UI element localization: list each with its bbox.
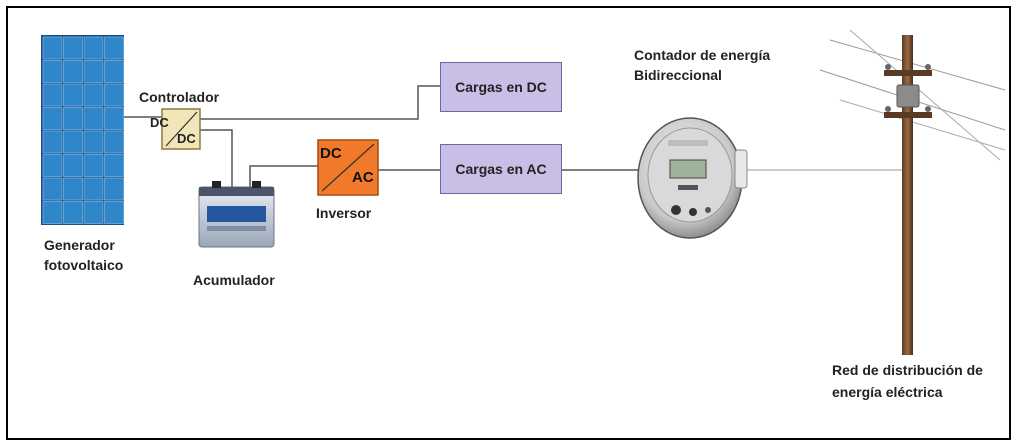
wiring xyxy=(124,85,905,190)
solar-cell xyxy=(83,201,104,224)
solar-cell xyxy=(83,107,104,130)
solar-cell xyxy=(42,83,63,107)
solar-cell xyxy=(104,154,124,177)
controller-icon xyxy=(161,108,201,150)
solar-cell xyxy=(83,154,104,177)
solar-panel-icon xyxy=(41,35,124,225)
battery-icon xyxy=(198,181,275,248)
solar-cell xyxy=(63,201,83,224)
solar-cell xyxy=(83,60,104,83)
solar-cell xyxy=(42,177,63,201)
solar-cell xyxy=(104,83,124,107)
solar-cell xyxy=(104,60,124,83)
wire-controller-dc-loads xyxy=(200,85,440,120)
solar-cell xyxy=(63,107,83,130)
wire-battery-inverter xyxy=(249,165,318,190)
grid-label-line1: Red de distribución de xyxy=(832,362,983,378)
solar-cell xyxy=(42,60,63,83)
solar-cell xyxy=(83,83,104,107)
solar-cell xyxy=(83,177,104,201)
ac-loads-box: Cargas en AC xyxy=(440,144,562,194)
controller-top-text: DC xyxy=(150,115,169,130)
solar-cell xyxy=(63,83,83,107)
solar-cell xyxy=(63,130,83,154)
inverter-top-text: DC xyxy=(320,145,342,162)
dc-loads-box: Cargas en DC xyxy=(440,62,562,112)
inverter-bottom-text: AC xyxy=(352,169,374,186)
solar-cell xyxy=(83,130,104,154)
solar-cell xyxy=(63,60,83,83)
solar-cell xyxy=(63,177,83,201)
solar-cell xyxy=(104,177,124,201)
solar-cell xyxy=(83,36,104,60)
grid-label-line2: energía eléctrica xyxy=(832,384,943,400)
solar-cell xyxy=(42,36,63,60)
solar-cell xyxy=(42,107,63,130)
inverter-label: Inversor xyxy=(316,205,372,221)
generator-label-line1: Generador xyxy=(44,237,115,253)
meter-label-line2: Bidireccional xyxy=(634,67,722,83)
solar-cell xyxy=(104,36,124,60)
battery-label: Acumulador xyxy=(193,272,275,288)
solar-cell xyxy=(42,201,63,224)
wire-controller-battery xyxy=(188,129,233,190)
generator-label-line2: fotovoltaico xyxy=(44,257,124,273)
solar-cell xyxy=(42,130,63,154)
solar-cell xyxy=(63,36,83,60)
solar-cell xyxy=(104,201,124,224)
energy-meter-icon xyxy=(637,117,748,239)
solar-cell xyxy=(63,154,83,177)
solar-cell xyxy=(104,107,124,130)
utility-pole-icon xyxy=(819,29,1006,355)
solar-cell xyxy=(42,154,63,177)
solar-cell xyxy=(104,130,124,154)
meter-label-line1: Contador de energía xyxy=(634,47,771,63)
controller-bottom-text: DC xyxy=(177,131,196,146)
inverter-icon xyxy=(317,139,379,196)
controller-label: Controlador xyxy=(139,89,220,105)
